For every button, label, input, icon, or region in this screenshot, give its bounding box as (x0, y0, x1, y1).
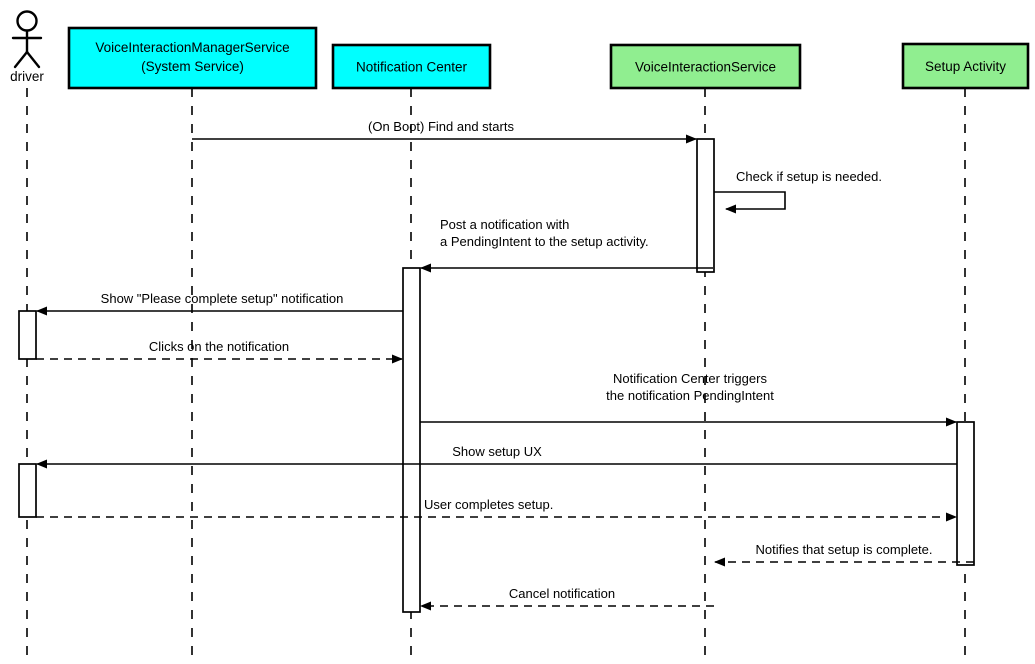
actor-label-driver: driver (10, 69, 44, 84)
participant-box-voice-interaction-service[interactable] (609, 43, 802, 90)
message-msg-check-if-setup-is-needed[interactable]: Check if setup is needed. (714, 169, 882, 214)
message-label-msg-cancel-notification: Cancel notification (509, 586, 615, 601)
message-msg-on-boot-find-and-starts[interactable]: (On Boot) Find and starts (192, 119, 697, 144)
message-msg-notification-center-triggers-pendingintent[interactable]: Notification Center triggers the notifica… (420, 371, 957, 427)
participant-label-voice-interaction-service: VoiceInteractionService (635, 60, 776, 75)
message-label-msg-show-please-complete-setup-notification: Show "Please complete setup" notificatio… (101, 291, 344, 306)
message-label-msg-notifies-that-setup-is-complete: Notifies that setup is complete. (755, 542, 932, 557)
actor-layer: driver (10, 10, 44, 85)
activation-bar-notification-center (402, 267, 421, 613)
participant-setup-activity[interactable]: Setup Activity (901, 42, 1030, 90)
actor-leg-left-icon (13, 50, 29, 69)
message-label-msg-post-a-notification-line2: a PendingIntent to the setup activity. (440, 234, 649, 249)
message-msg-notifies-that-setup-is-complete[interactable]: Notifies that setup is complete. (714, 542, 974, 567)
actor-head-icon (16, 10, 38, 32)
activation-bar-setup-activity (956, 421, 975, 566)
participant-notification-center[interactable]: Notification Center (331, 43, 492, 90)
actor-leg-right-icon (25, 50, 41, 69)
message-msg-post-a-notification[interactable]: Post a notification with a PendingIntent … (420, 217, 713, 273)
message-msg-cancel-notification[interactable]: Cancel notification (420, 586, 714, 611)
message-label-msg-show-setup-ux: Show setup UX (452, 444, 542, 459)
message-label-msg-user-completes-setup: User completes setup. (424, 497, 553, 512)
message-label-msg-check-if-setup-is-needed: Check if setup is needed. (736, 169, 882, 184)
participant-box-vims[interactable] (67, 26, 318, 90)
participant-boxes-layer: VoiceInteractionManagerService (System Se… (67, 26, 1030, 90)
participant-voice-interaction-service[interactable]: VoiceInteractionService (609, 43, 802, 90)
message-label-msg-clicks-on-the-notification: Clicks on the notification (149, 339, 289, 354)
message-line-msg-check-if-setup-is-needed (714, 191, 786, 214)
participant-label-vims-line1: VoiceInteractionManagerService (95, 40, 289, 55)
participant-label-setup-activity: Setup Activity (925, 59, 1006, 74)
message-label-msg-post-a-notification-line1: Post a notification with (440, 217, 569, 232)
message-label-msg-notification-center-triggers-pendingintent-line1: Notification Center triggers (613, 371, 767, 386)
participant-box-notification-center[interactable] (331, 43, 492, 90)
message-msg-user-completes-setup[interactable]: User completes setup. (36, 497, 957, 522)
activation-bar-driver (18, 463, 37, 518)
actor-driver[interactable]: driver (10, 10, 44, 85)
activation-bars-layer (18, 138, 975, 613)
activation-bar-voice-interaction-service (696, 138, 715, 273)
message-msg-show-please-complete-setup-notification[interactable]: Show "Please complete setup" notificatio… (36, 291, 403, 316)
participant-vims[interactable]: VoiceInteractionManagerService (System Se… (67, 26, 318, 90)
message-msg-clicks-on-the-notification[interactable]: Clicks on the notification (36, 339, 403, 364)
message-label-msg-on-boot-find-and-starts: (On Boot) Find and starts (368, 119, 514, 134)
message-msg-show-setup-ux[interactable]: Show setup UX (36, 444, 957, 469)
participant-label-vims-line2: (System Service) (141, 59, 244, 74)
message-label-msg-notification-center-triggers-pendingintent-line2: the notification PendingIntent (606, 388, 774, 403)
participant-label-notification-center: Notification Center (356, 60, 468, 75)
participant-box-setup-activity[interactable] (901, 42, 1030, 90)
activation-bar-driver (18, 310, 37, 360)
